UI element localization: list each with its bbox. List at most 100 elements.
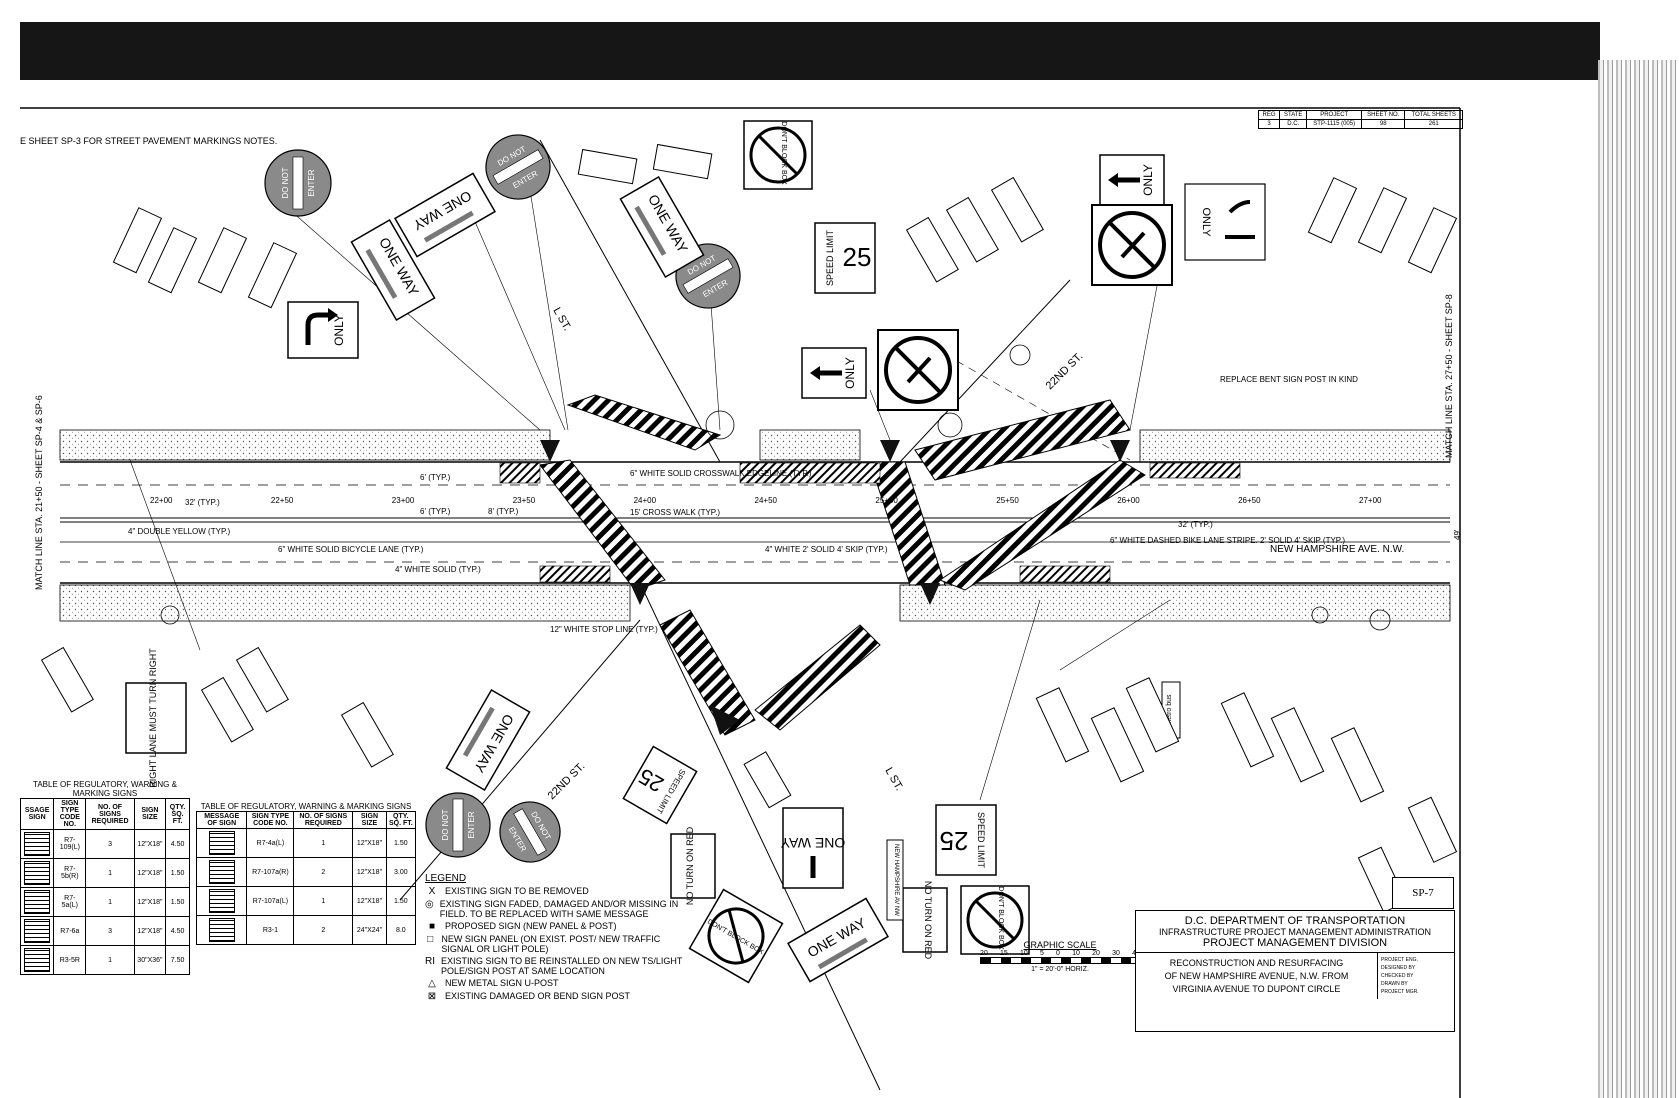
table-header: SSAGE SIGN	[20, 798, 55, 830]
title-block: D.C. DEPARTMENT OF TRANSPORTATION INFRAS…	[1135, 910, 1455, 1032]
left-only-sign-3: ONLY	[801, 347, 867, 399]
table-cell	[20, 916, 55, 946]
right-lane-must-turn-right-sign: RIGHT LANE MUST TURN RIGHT	[125, 648, 187, 788]
speed-2-label: SPEED LIMIT	[976, 812, 986, 869]
station-label: 25+50	[996, 496, 1019, 505]
note-dim-49: 49'	[1453, 529, 1462, 540]
legend-symbol-icon: RI	[425, 956, 435, 967]
sign-thumbnail-icon	[208, 831, 235, 855]
tb-project-mgr: PROJECT MGR.	[1381, 989, 1419, 995]
dne4-text-bottom: ENTER	[467, 811, 476, 838]
scale-ticks: 2015105010203040	[980, 950, 1140, 957]
legend-text: EXISTING SIGN FADED, DAMAGED AND/OR MISS…	[439, 899, 679, 919]
table-header: MESSAGE OF SIGN	[195, 811, 248, 829]
top-note: E SHEET SP-3 FOR STREET PAVEMENT MARKING…	[20, 136, 277, 146]
table-cell: 12"X18"	[352, 857, 387, 887]
tb-checked: CHECKED BY	[1381, 973, 1414, 979]
drawing-sheet: DO NOT ENTER DO NOT ENTER DO NOT ENTER D…	[20, 80, 1598, 1098]
table-cell: 3	[85, 829, 135, 859]
table-cell: 3	[85, 916, 135, 946]
table-cell: 2	[293, 915, 354, 945]
crosswalk-west	[539, 459, 666, 591]
tb-designed: DESIGNED BY	[1381, 965, 1416, 971]
legend-item: □NEW SIGN PANEL (ON EXIST. POST/ NEW TRA…	[425, 934, 685, 954]
legend-title: LEGEND	[425, 873, 467, 884]
scale-tick-label: 20	[980, 950, 988, 957]
table-cell	[20, 858, 55, 888]
hdr-reg: REG	[1257, 110, 1281, 120]
table-header: SIGN TYPE CODE NO.	[53, 798, 87, 830]
stop-bar-hatch-4	[539, 565, 611, 583]
curb-ramp-5	[1110, 440, 1130, 462]
south-sidewalk-right	[899, 584, 1451, 622]
station-label: 22+50	[271, 496, 294, 505]
ntor-2-text: NO TURN ON RED	[685, 826, 695, 905]
do-not-enter-sign-5: DO NOT ENTER	[499, 801, 561, 863]
l-st-label-bottom: L ST.	[882, 766, 905, 793]
table-cell: 24"X24"	[352, 915, 387, 945]
one-way-sign-6: ONE WAY	[787, 897, 889, 983]
table-header: SIGN SIZE	[352, 811, 387, 829]
crosswalk-center-vertical	[869, 461, 946, 586]
note-typ-6b: 6' (TYP.)	[420, 507, 451, 516]
table-cell: 1	[85, 887, 135, 917]
tb-drawn: DRAWN BY	[1381, 981, 1408, 987]
table-cell	[195, 886, 248, 916]
scale-note: 1" = 20'-0" HORIZ.	[1031, 966, 1089, 973]
table-cell: 8.0	[385, 915, 417, 945]
curb-ramp-3	[880, 440, 900, 462]
left-only-sign-2: ONLY	[1099, 154, 1165, 206]
station-label: 23+00	[392, 496, 415, 505]
dne-text-top: DO NOT	[281, 167, 290, 198]
leader-lines	[129, 189, 1171, 801]
street-plate-text: NEW HAMPSHIRE AV NW	[893, 844, 899, 916]
st22-label-top: 22ND ST.	[1044, 350, 1086, 392]
table-cell	[195, 828, 248, 858]
metro-bus-text: metro bus	[1166, 694, 1173, 726]
speed-limit-sign-2: SPEED LIMIT 25	[935, 804, 997, 876]
legend-text: EXISTING SIGN TO BE REINSTALLED ON NEW T…	[441, 956, 683, 976]
hdr-sheet-val: 98	[1361, 119, 1406, 129]
note-cross-walk: 15' CROSS WALK (TYP.)	[630, 508, 720, 517]
scale-tick-label: 10	[1072, 950, 1080, 957]
scale-bar	[980, 957, 1140, 964]
trees	[160, 344, 1391, 631]
legend-item: ⊠EXISTING DAMAGED OR BEND SIGN POST	[425, 991, 685, 1002]
hdr-total: TOTAL SHEETS	[1404, 110, 1463, 120]
table-cell: 2	[293, 857, 354, 887]
sign-thumbnail-icon	[208, 918, 235, 942]
table-header: NO. OF SIGNS REQUIRED	[293, 811, 354, 829]
note-crosswalk-edge: 6" WHITE SOLID CROSSWALK EDGELINE (TYP.)	[630, 469, 812, 478]
table-header: SIGN SIZE	[133, 798, 167, 830]
nh-ave-label: NEW HAMPSHIRE AVE. N.W.	[1270, 544, 1404, 555]
hdr-project: PROJECT	[1306, 110, 1363, 120]
st22-edge-a	[899, 279, 1071, 463]
note-typ-32a: 32' (TYP.)	[185, 498, 220, 507]
signing-plan-drawing: DO NOT ENTER DO NOT ENTER DO NOT ENTER D…	[20, 107, 1462, 1098]
table-cell: R7-5b(R)	[53, 858, 87, 888]
table-cell: 30"X36"	[133, 945, 167, 975]
curb-ramp-6	[710, 705, 740, 735]
scanner-top-shadow	[20, 22, 1600, 80]
note-white-solid: 4" WHITE SOLID (TYP.)	[395, 565, 481, 574]
table-header: NO. OF SIGNS REQUIRED	[85, 798, 135, 830]
table-cell: 1.50	[385, 886, 417, 916]
station-label: 26+00	[1117, 496, 1140, 505]
sheet-id-box: SP-7	[1392, 877, 1454, 909]
crosswalk-south-22nd	[754, 624, 881, 731]
only-1-text: ONLY	[332, 314, 346, 346]
graphic-scale: GRAPHIC SCALE 2015105010203040 1" = 20'-…	[980, 940, 1140, 973]
sign-thumbnail-icon	[24, 948, 51, 972]
no-left-turn-sign-1	[1091, 204, 1173, 286]
hdr-sheet: SHEET NO.	[1361, 110, 1406, 120]
